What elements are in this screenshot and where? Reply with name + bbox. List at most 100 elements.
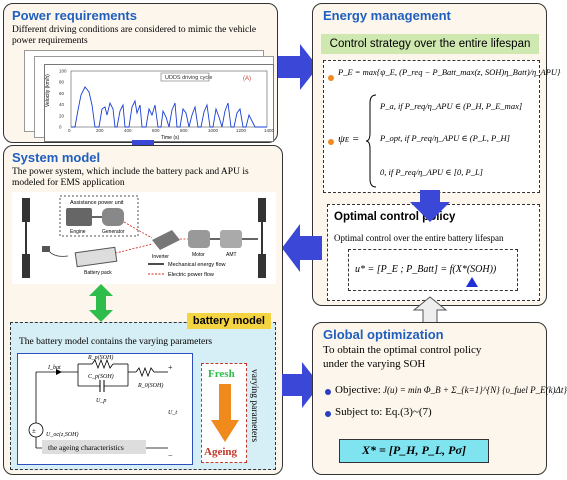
svg-text:±: ± [32,427,36,435]
psi-brace [365,94,377,188]
amt-shape [220,230,242,248]
udds-ytick: 20 [59,113,65,118]
system-model-title: System model [12,150,101,165]
wheel-fr [258,198,266,222]
right-arrow-system-global [282,362,320,408]
ageing-char-label: the ageing characteristics [48,443,124,452]
i-bat-label: I_bat [47,365,61,371]
udds-chart: Velocity (km/h) UDDS driving cycle (A) 0… [44,64,275,142]
policy-formula-box: u* = [P_E ; P_Batt] = f(X*(SOH)) [348,249,518,291]
udds-ytick: 60 [59,91,65,96]
objective-label: Objective: [335,384,381,396]
system-desc-line2: modeled for EMS application [12,178,125,188]
apu-label: Assistance power unit [70,200,124,206]
bullet-subject [325,411,331,417]
psi-case-1: P_a, if P_req/η_APU ∈ (P_H, P_E_max] [380,101,523,111]
battery-model-title: battery model [186,313,271,329]
battery-model-panel: battery model The battery model contains… [10,313,276,470]
bullet-pe [328,75,334,81]
udds-tag: (A) [243,76,251,82]
left-arrow-policy-system [282,224,322,272]
subject-label: Subject to: Eq.(3)~(7) [335,406,432,418]
psi-case-3: 0, if P_req/η_APU ∈ [0, P_L] [380,167,483,177]
bullet-psi [328,139,334,145]
inverter-label: Inverter [152,254,169,260]
wheel-rl [22,254,30,278]
svg-text:−: − [168,451,173,460]
udds-ytick: 80 [59,80,65,85]
x-star-box: X* = [P_H, P_L, Pσ] [339,439,489,463]
udds-ytick: 0 [59,125,62,130]
policy-triangle [466,277,478,287]
right-arrow-power-energy [278,44,318,90]
amt-label: AMT [226,252,237,258]
udds-xtick: 0 [68,128,71,133]
r0-label: R_0(SOH) [137,382,163,389]
battery-pack-label: Battery pack [84,270,112,276]
system-desc-line1: The power system, which include the batt… [12,167,249,177]
ageing-label: Ageing [204,446,237,458]
udds-xtick: 400 [124,128,132,133]
global-desc-line1: To obtain the optimal control policy [323,344,482,356]
power-requirements-panel: Power requirements Different driving con… [3,3,278,143]
battery-model-desc: The battery model contains the varying p… [19,337,213,347]
power-desc-line1: Different driving conditions are conside… [12,25,257,35]
vehicle-diagram-svg: Assistance power unit Engine Generator I… [22,195,266,278]
udds-chart-svg: Velocity (km/h) UDDS driving cycle (A) 0… [45,69,275,142]
policy-formula: u* = [P_E ; P_Batt] = f(X*(SOH)) [355,264,497,275]
udds-xtick: 800 [180,128,188,133]
motor-label: Motor [192,252,205,258]
fresh-to-ageing-arrow [211,384,239,442]
circuit-box: ± U_oc(z,SOH) I_bat R_p(SOH) C_p(SOH) U_… [17,353,193,465]
generator-label: Generator [102,229,125,235]
wheel-rr [258,254,266,278]
down-arrow-energy [410,190,450,222]
legend-mech: Mechanical energy flow [168,262,226,268]
psi-case-2: P_opt, if P_req/η_APU ∈ (P_L, P_H] [380,133,510,143]
up-label: U_p [96,398,106,404]
objective-formula: J(u) = min Φ_B + Σ_{k=1}^{N} {υ_fuel P_E… [383,385,567,395]
varying-params-label: varying parameters [249,369,259,443]
legend-elec: Electric power flow [168,272,214,278]
energy-management-title: Energy management [323,8,451,23]
voltage-source [28,422,44,438]
engine-label: Engine [70,229,86,235]
inverter-shape [152,230,180,250]
udds-xtick: 200 [96,128,104,133]
battery-pack-shape [74,246,118,268]
global-desc-line2: under the varying SOH [323,358,426,370]
udds-xlabel: Time (s) [161,135,179,141]
udds-velocity-line [71,86,267,128]
energy-management-panel: Energy management Control strategy over … [312,3,560,306]
vehicle-diagram: Assistance power unit Engine Generator I… [12,192,276,284]
fresh-label: Fresh [208,368,235,380]
fresh-ageing-box: Fresh Ageing [201,363,247,463]
svg-text:+: + [168,363,173,372]
pe-max-text: P_E = max{ψ_E, (P_req − P_Batt_max(z, SO… [338,67,561,77]
udds-xtick: 1400 [264,128,275,133]
udds-xtick: 600 [152,128,160,133]
optimal-policy-box: Optimal control policy Optimal control o… [327,204,540,301]
optimal-policy-desc: Optimal control over the entire battery … [334,233,504,243]
pe-max-equation: P_E = max{ψ_E, (P_req − P_Batt_max(z, SO… [338,67,560,78]
wheel-fl [22,198,30,222]
motor-shape [188,230,210,248]
udds-ytick: 40 [59,102,65,107]
ageing-char-box [42,440,146,454]
strategy-text: Control strategy over the entire lifespa… [329,38,531,50]
bullet-objective [325,389,331,395]
udds-xtick: 1000 [208,128,219,133]
generator-shape [102,208,124,226]
u-oc-label: U_oc(z,SOH) [46,431,79,438]
udds-xtick: 1200 [236,128,247,133]
rp-label: R_p(SOH) [87,354,113,361]
udds-ytick: 100 [59,69,67,74]
green-double-arrow [89,284,113,322]
global-optimization-title: Global optimization [323,327,444,342]
x-star-label: X* = [P_H, P_L, Pσ] [362,443,466,457]
power-desc-line2: power requirements [12,36,88,46]
strategy-box: Control strategy over the entire lifespa… [321,34,539,54]
udds-ylabel: Velocity (km/h) [45,74,51,107]
strategy-equations-box: P_E = max{ψ_E, (P_req − P_Batt_max(z, SO… [323,60,560,193]
global-optimization-panel: Global optimization To obtain the optima… [312,322,567,475]
